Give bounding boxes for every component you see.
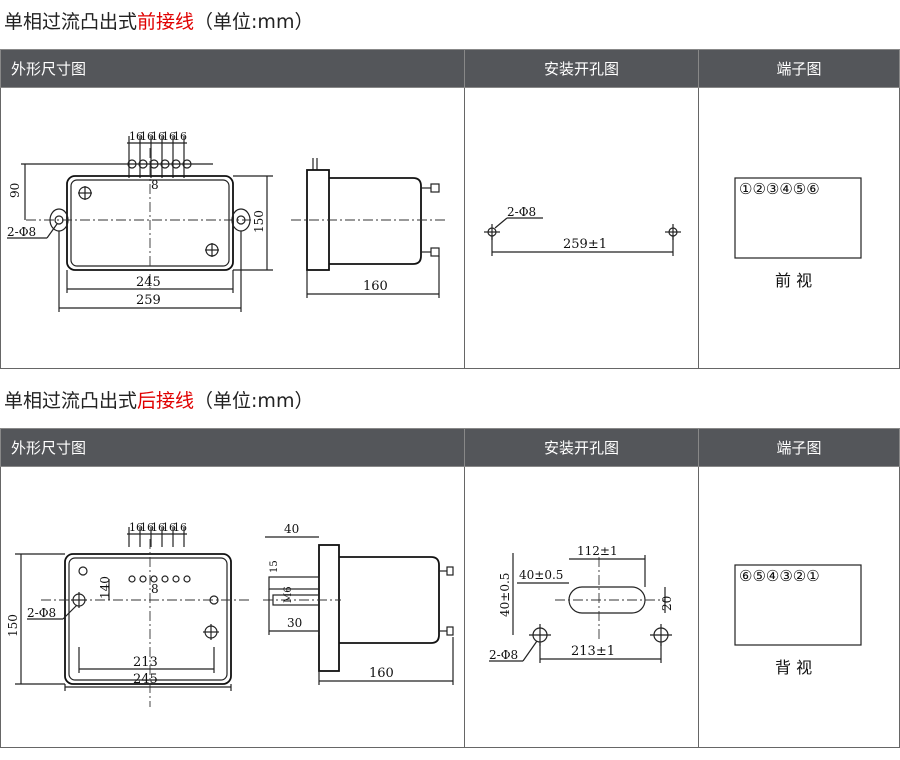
- section1-terminal-drawing: ①②③④⑤⑥ 前 视: [734, 177, 862, 290]
- section2-title-highlight: 后接线: [137, 390, 195, 412]
- section2-terminal-drawing: ⑥⑤④③②① 背 视: [734, 564, 862, 677]
- s1-cutout-span: 259±1: [563, 237, 607, 252]
- s2-side-view: 40 15 M6 30 160: [263, 522, 454, 685]
- s2-dim-30: 30: [287, 616, 302, 630]
- s2-dim-245: 245: [133, 672, 158, 687]
- s2-cutout-d20: 20: [660, 596, 674, 611]
- section2-header-terminal: 端子图: [698, 428, 900, 467]
- s1-dim-90: 90: [8, 183, 22, 198]
- s2-terminal-caption: 背 视: [775, 658, 812, 677]
- section2-title-suffix: （单位:mm）: [194, 390, 314, 412]
- s1-dim-259: 259: [136, 293, 161, 308]
- s2-cutout-d112: 112±1: [577, 544, 618, 558]
- s1-dim-8: 8: [151, 178, 159, 192]
- section1-header-terminal: 端子图: [698, 49, 900, 88]
- s2-dim-140: 140: [98, 576, 112, 599]
- s1-dim-160: 160: [363, 279, 388, 294]
- section2-outline-cell: 16 16 16 16 16: [0, 466, 465, 748]
- section2-table: 外形尺寸图 安装开孔图 端子图 16 16 16 16 16: [0, 428, 900, 748]
- section1-title-highlight: 前接线: [137, 11, 195, 33]
- s1-terminal-numbers: ①②③④⑤⑥: [739, 180, 820, 198]
- section1-outline-drawing: 16 16 16 16 16 8: [7, 130, 446, 312]
- section1-cutout-cell: 2-Φ8 259±1: [464, 87, 699, 369]
- section2-header-cutout: 安装开孔图: [464, 428, 699, 467]
- s1-terminal-caption: 前 视: [775, 271, 812, 290]
- s2-dim-40: 40: [284, 522, 299, 536]
- s2-terminal-numbers: ⑥⑤④③②①: [739, 567, 820, 585]
- s2-terminal-posts: [128, 527, 191, 583]
- section1-table: 外形尺寸图 安装开孔图 端子图 16 16 16 16 16: [0, 49, 900, 369]
- s2-dim-213: 213: [133, 655, 158, 670]
- section1-outline-cell: 16 16 16 16 16 8: [0, 87, 465, 369]
- s2-dim-160: 160: [369, 666, 394, 681]
- s2-pitch-5: 16: [173, 521, 187, 534]
- s1-pitch-5: 16: [173, 130, 187, 143]
- s2-cutout-hole-label: 2-Φ8: [489, 648, 518, 662]
- section1-title-suffix: （单位:mm）: [194, 11, 314, 33]
- section2-cutout-cell: 112±1 40±0.5 40±0.5 20 2-Φ8 213±1: [464, 466, 699, 748]
- s1-terminal-box: [734, 177, 862, 259]
- s2-cutout-h40: 40±0.5: [519, 568, 563, 582]
- section1-title: 单相过流凸出式前接线（单位:mm）: [4, 10, 313, 34]
- s1-hole-label: 2-Φ8: [7, 225, 36, 239]
- s2-cutout-v40: 40±0.5: [498, 573, 512, 617]
- s2-terminal-box: [734, 564, 862, 646]
- section2-title: 单相过流凸出式后接线（单位:mm）: [4, 389, 313, 413]
- section2-cutout-drawing: 112±1 40±0.5 40±0.5 20 2-Φ8 213±1: [489, 544, 674, 663]
- s2-relay-body: [64, 553, 232, 685]
- section1-header-cutout: 安装开孔图: [464, 49, 699, 88]
- section2-terminal-cell: ⑥⑤④③②① 背 视: [698, 466, 900, 748]
- s1-side-view: 160: [291, 158, 446, 298]
- s2-cutout-d213: 213±1: [571, 644, 615, 659]
- s2-dim-150: 150: [6, 614, 20, 637]
- s1-cutout-hole-label: 2-Φ8: [507, 205, 536, 219]
- s2-hole-label: 2-Φ8: [27, 606, 56, 620]
- section2-title-prefix: 单相过流凸出式: [4, 390, 138, 412]
- section1-cutout-drawing: 2-Φ8 259±1: [484, 205, 681, 256]
- s2-dim-8: 8: [151, 582, 159, 596]
- section1-title-prefix: 单相过流凸出式: [4, 11, 138, 33]
- section2-header-outline: 外形尺寸图: [0, 428, 465, 467]
- section2-outline-drawing: 16 16 16 16 16: [6, 521, 454, 707]
- s2-dim-15: 15: [269, 560, 280, 573]
- section1-terminal-cell: ①②③④⑤⑥ 前 视: [698, 87, 900, 369]
- s1-dim-245: 245: [136, 275, 161, 290]
- s2-dim-m6: M6: [283, 586, 294, 603]
- s1-dim-150: 150: [252, 210, 266, 233]
- section1-header-outline: 外形尺寸图: [0, 49, 465, 88]
